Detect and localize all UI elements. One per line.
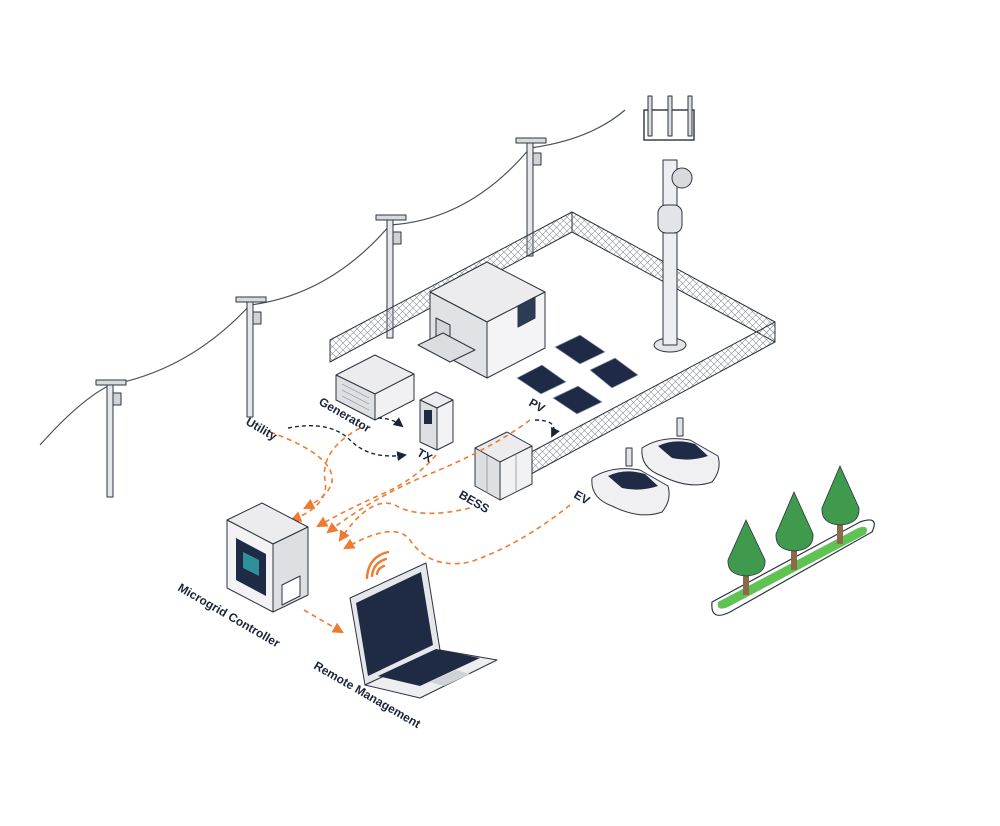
laptop-icon bbox=[349, 562, 498, 699]
building-icon bbox=[417, 261, 546, 379]
label-utility: Utility bbox=[244, 414, 280, 443]
power-lines bbox=[39, 109, 626, 446]
transformer-icon bbox=[419, 391, 454, 451]
utility-pole-icon bbox=[515, 137, 547, 257]
utility-pole-icon bbox=[95, 379, 127, 498]
security-fence bbox=[329, 211, 776, 481]
label-ev: EV bbox=[572, 487, 593, 507]
ev-car-icon bbox=[641, 438, 720, 486]
generator-icon bbox=[335, 354, 415, 421]
tree-icon bbox=[821, 465, 860, 544]
label-tx: TX bbox=[415, 445, 435, 465]
cell-tower-icon bbox=[643, 95, 695, 353]
controller-cabinet-icon bbox=[226, 502, 309, 613]
utility-pole-icon bbox=[375, 214, 407, 339]
ev-charger-icon bbox=[625, 417, 684, 467]
energy-flow-lines bbox=[269, 417, 571, 634]
battery-storage-icon bbox=[474, 431, 533, 501]
tree-icon bbox=[727, 519, 766, 595]
utility-pole-icon bbox=[235, 296, 267, 418]
tree-icon bbox=[775, 491, 814, 570]
solar-panel-icon bbox=[516, 334, 639, 415]
label-pv: PV bbox=[527, 395, 548, 415]
wifi-signal-icon bbox=[365, 550, 390, 580]
ev-car-icon bbox=[591, 468, 670, 516]
